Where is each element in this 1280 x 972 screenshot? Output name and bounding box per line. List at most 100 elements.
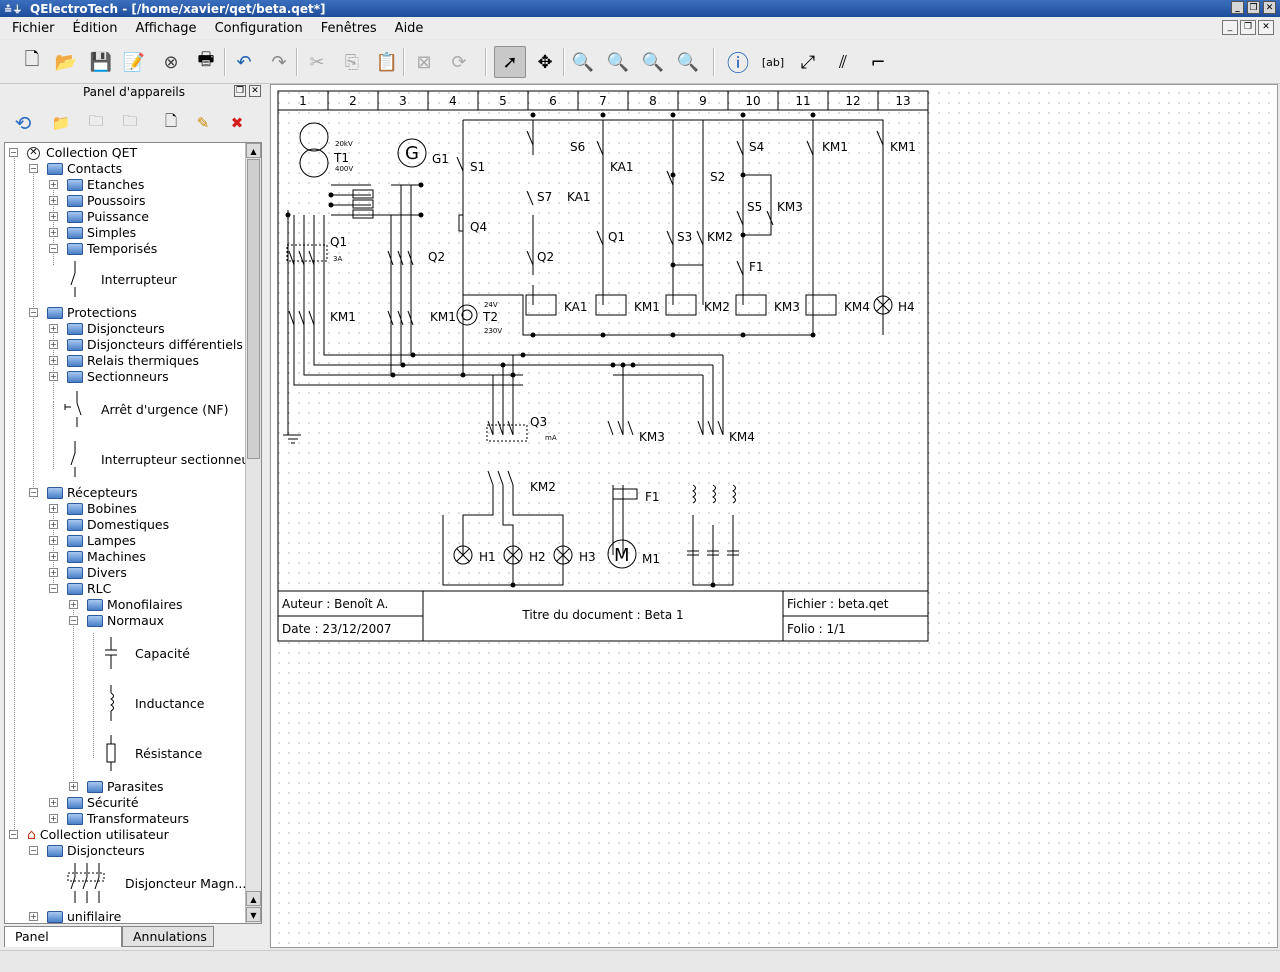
float-panel-icon[interactable]: ❐ bbox=[234, 85, 246, 97]
column-header: 4 bbox=[449, 94, 457, 108]
tree-element-resistance[interactable]: Résistance bbox=[101, 729, 202, 777]
tree-securite[interactable]: + Sécurité bbox=[49, 795, 139, 810]
tree-scrollbar[interactable]: ▲ ▲ ▼ bbox=[245, 143, 261, 923]
scroll-up-icon[interactable]: ▲ bbox=[246, 143, 261, 158]
delete-icon[interactable]: ⊠ bbox=[416, 51, 432, 73]
close-icon[interactable]: ⊗ bbox=[163, 51, 179, 73]
close-panel-icon[interactable]: ✕ bbox=[249, 85, 261, 97]
reload-icon[interactable]: ⟲ bbox=[14, 111, 32, 135]
zoom-fit-icon[interactable]: 🔍 bbox=[641, 51, 665, 73]
cut-icon[interactable]: ✂ bbox=[309, 51, 325, 73]
tree-lampes[interactable]: + Lampes bbox=[49, 533, 136, 548]
tree-puissance[interactable]: + Puissance bbox=[49, 209, 149, 224]
new-category-icon[interactable]: 📁 bbox=[51, 114, 71, 132]
tree-rlc[interactable]: − RLC bbox=[49, 581, 112, 596]
tree-unifilaire[interactable]: + unifilaire bbox=[29, 909, 122, 924]
delete-element-icon[interactable]: ✖ bbox=[230, 114, 244, 132]
tab-annulations[interactable]: Annulations bbox=[122, 926, 214, 947]
column-header: 13 bbox=[895, 94, 910, 108]
elements-tree[interactable]: − ✕ Collection QET − Contacts + Etanches… bbox=[4, 142, 262, 924]
tree-parasites[interactable]: + Parasites bbox=[69, 779, 164, 794]
reset-conductors-icon[interactable]: ⌐ bbox=[870, 51, 886, 73]
scroll-down-icon[interactable]: ▼ bbox=[246, 907, 261, 922]
save-as-icon[interactable]: 📝 bbox=[122, 51, 146, 73]
print-icon[interactable]: 🖶 bbox=[197, 49, 215, 70]
folder-icon bbox=[47, 163, 63, 175]
save-icon[interactable]: 💾 bbox=[89, 51, 113, 73]
tree-transformateurs[interactable]: + Transformateurs bbox=[49, 811, 190, 826]
svg-text:M: M bbox=[614, 545, 630, 566]
undo-icon[interactable]: ↶ bbox=[236, 51, 252, 73]
mdi-minimize-icon[interactable]: _ bbox=[1222, 20, 1238, 35]
tree-element-inductance[interactable]: Inductance bbox=[101, 679, 204, 727]
info-icon[interactable]: ⓘ bbox=[726, 52, 749, 77]
edit-category-icon[interactable]: 🗀 bbox=[88, 111, 104, 130]
zoom-reset-icon[interactable]: 🔍 bbox=[676, 51, 700, 73]
redo-icon[interactable]: ↷ bbox=[271, 51, 287, 73]
tree-element-interrupteur[interactable]: Interrupteur bbox=[57, 255, 177, 303]
zoom-in-icon[interactable]: 🔍 bbox=[571, 51, 595, 73]
add-conductor-icon[interactable]: ⤢ bbox=[800, 51, 816, 73]
edit-element-icon[interactable]: ✎ bbox=[196, 114, 210, 132]
tree-divers[interactable]: + Divers bbox=[49, 565, 127, 580]
copy-icon[interactable]: ⎘ bbox=[344, 51, 360, 73]
folder-icon bbox=[67, 535, 83, 547]
tree-disjoncteurs[interactable]: + Disjoncteurs bbox=[49, 321, 165, 336]
lamp-h1-symbol bbox=[453, 545, 473, 565]
folder-icon bbox=[87, 599, 103, 611]
menu-configuration[interactable]: Configuration bbox=[214, 20, 303, 36]
rotate-icon[interactable]: ⟳ bbox=[451, 51, 467, 73]
close-window-icon[interactable]: ✕ bbox=[1263, 1, 1276, 14]
new-element-icon[interactable]: 🗋 bbox=[164, 111, 178, 130]
svg-text:3A: 3A bbox=[333, 255, 342, 263]
menu-affichage[interactable]: Affichage bbox=[135, 20, 197, 36]
tree-temporises[interactable]: − Temporisés bbox=[49, 241, 158, 256]
tree-disjoncteurs-diff[interactable]: + Disjoncteurs différentiels bbox=[49, 337, 243, 352]
move-view-icon[interactable]: ✥ bbox=[537, 51, 553, 73]
paste-icon[interactable]: 📋 bbox=[375, 51, 399, 73]
remove-conductors-icon[interactable]: ⫽ bbox=[838, 51, 848, 73]
tree-contacts[interactable]: − Contacts bbox=[29, 161, 123, 176]
menu-aide[interactable]: Aide bbox=[394, 20, 424, 36]
tree-bobines[interactable]: + Bobines bbox=[49, 501, 137, 516]
tree-sectionneurs[interactable]: + Sectionneurs bbox=[49, 369, 169, 384]
menu-fenetres[interactable]: Fenêtres bbox=[320, 20, 377, 36]
tree-recepteurs[interactable]: − Récepteurs bbox=[29, 485, 138, 500]
tree-element-interrupteur-sectionneur[interactable]: Interrupteur sectionneur bbox=[57, 435, 254, 483]
minimize-icon[interactable]: _ bbox=[1231, 1, 1244, 14]
tree-relais-thermiques[interactable]: + Relais thermiques bbox=[49, 353, 200, 368]
tree-poussoirs[interactable]: + Poussoirs bbox=[49, 193, 146, 208]
tree-monofilaires[interactable]: + Monofilaires bbox=[69, 597, 183, 612]
menu-edition[interactable]: Édition bbox=[72, 20, 118, 36]
new-document-icon[interactable]: 🗋 bbox=[24, 49, 40, 70]
open-folder-icon[interactable]: 📂 bbox=[54, 51, 78, 73]
tree-machines[interactable]: + Machines bbox=[49, 549, 146, 564]
lamp-h3-symbol bbox=[553, 545, 573, 565]
tree-element-disjoncteur-magn[interactable]: Disjoncteur Magn... bbox=[65, 859, 246, 907]
tree-element-capacite[interactable]: Capacité bbox=[101, 629, 190, 677]
tree-collection-utilisateur[interactable]: − ⌂ Collection utilisateur bbox=[9, 827, 169, 843]
folder-icon bbox=[67, 339, 83, 351]
tree-user-disjoncteurs[interactable]: − Disjoncteurs bbox=[29, 843, 145, 858]
tree-simples[interactable]: + Simples bbox=[49, 225, 137, 240]
scroll-up-icon[interactable]: ▲ bbox=[246, 891, 261, 906]
tree-element-arret-urgence[interactable]: Arrêt d'urgence (NF) bbox=[57, 385, 229, 433]
tree-domestiques[interactable]: + Domestiques bbox=[49, 517, 170, 532]
tab-panel-appareils[interactable]: Panel d'appareils bbox=[4, 926, 122, 964]
select-cursor-icon[interactable]: ➚ bbox=[494, 46, 526, 78]
mdi-close-icon[interactable]: ✕ bbox=[1258, 20, 1274, 35]
tree-normaux[interactable]: − Normaux bbox=[69, 613, 165, 628]
tree-collection-qet[interactable]: − ✕ Collection QET bbox=[9, 145, 138, 160]
add-text-icon[interactable]: [ab] bbox=[761, 55, 785, 69]
tree-protections[interactable]: − Protections bbox=[29, 305, 137, 320]
tree-etanches[interactable]: + Etanches bbox=[49, 177, 145, 192]
mdi-restore-icon[interactable]: ❐ bbox=[1240, 20, 1256, 35]
motor-m1-symbol bbox=[607, 539, 637, 569]
delete-category-icon[interactable]: 🗀 bbox=[122, 111, 138, 130]
zoom-out-icon[interactable]: 🔍 bbox=[606, 51, 630, 73]
scroll-thumb[interactable] bbox=[247, 159, 260, 459]
maximize-icon[interactable]: ❐ bbox=[1247, 1, 1260, 14]
menu-fichier[interactable]: Fichier bbox=[12, 20, 55, 36]
